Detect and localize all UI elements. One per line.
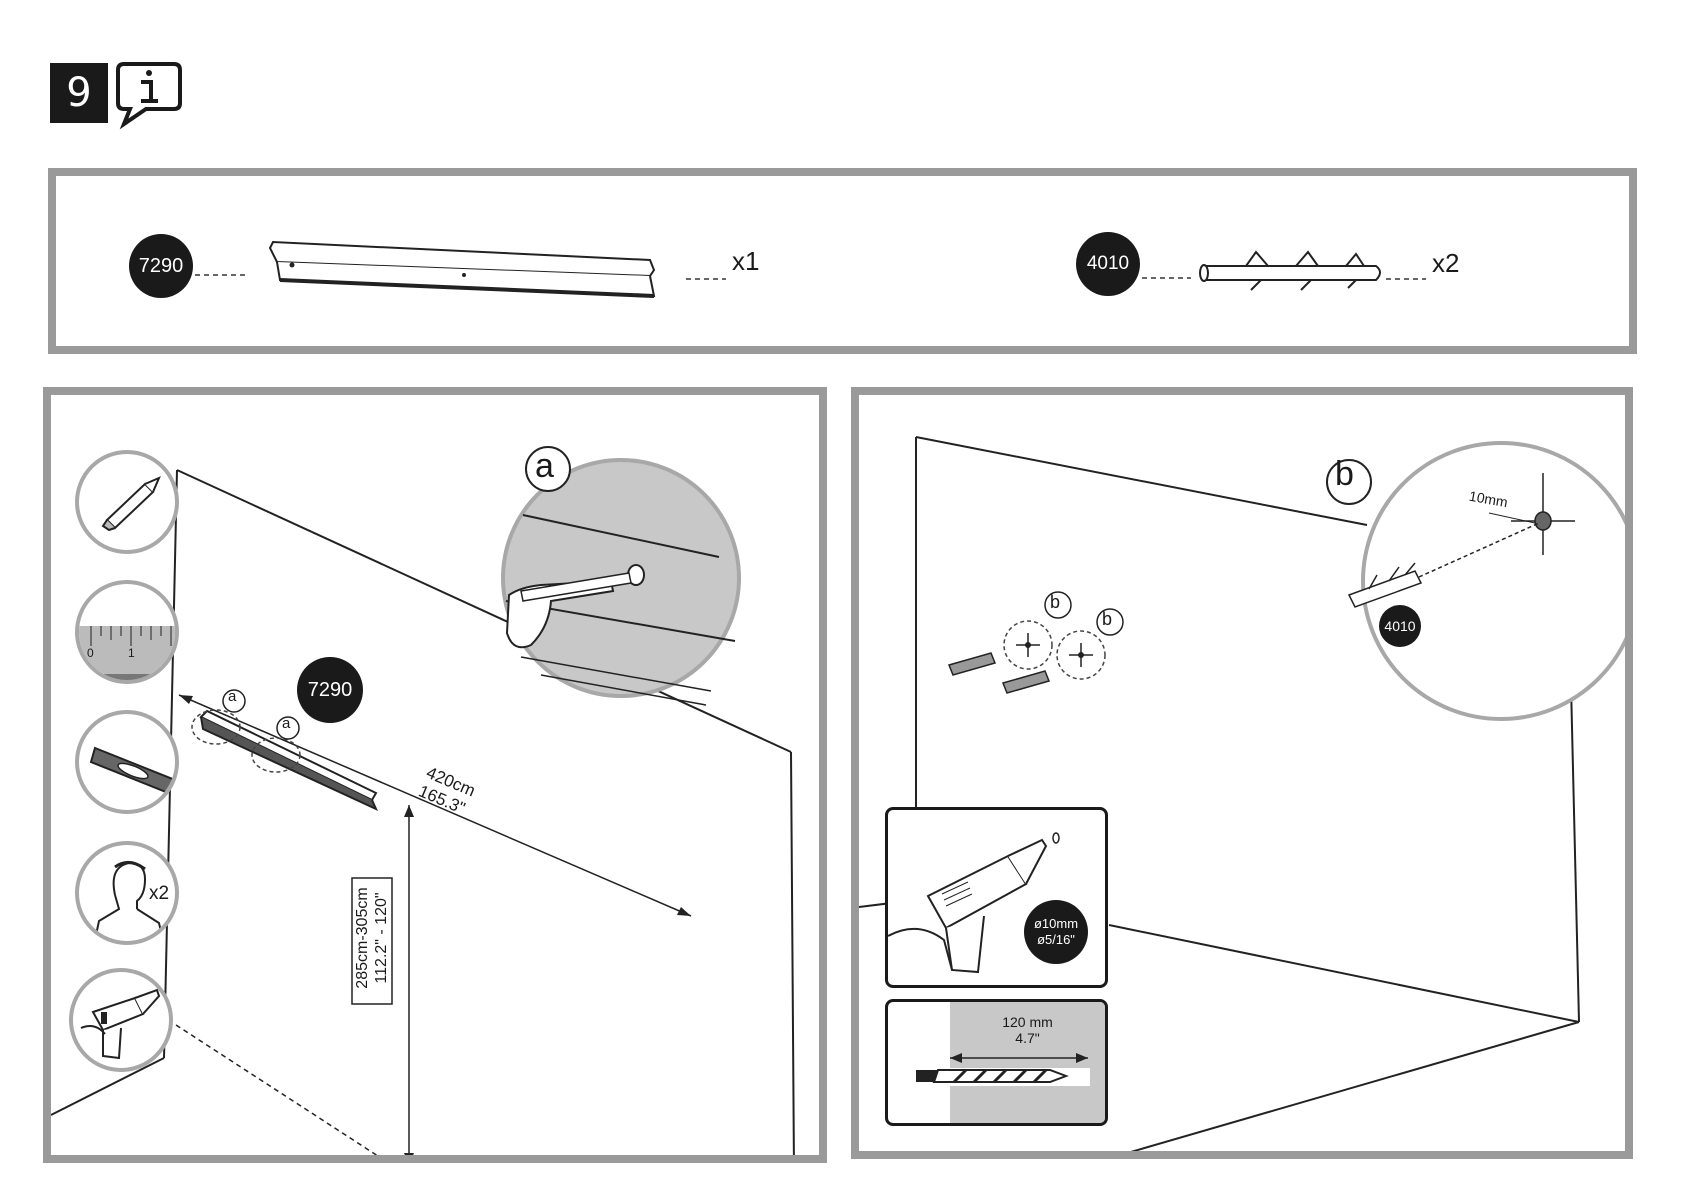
- ruler-tick-0: 0: [87, 646, 94, 660]
- spirit-level-icon: [79, 714, 179, 814]
- left-step-panel: a a a 7290 420cm 165.3" 285cm-305cm 112.…: [43, 387, 827, 1163]
- ruler-tick-1: 1: [128, 646, 135, 660]
- persons-count: x2: [149, 883, 169, 905]
- hole-label-b-2: b: [1102, 609, 1112, 630]
- drill-depth-metric: 120 mm: [950, 1014, 1105, 1030]
- part-badge-7290-left: 7290: [297, 657, 363, 723]
- drill-depth-imperial: 4.7": [950, 1030, 1105, 1046]
- hole-label-b-1: b: [1050, 592, 1060, 613]
- drill-depth-inset: 120 mm 4.7": [885, 999, 1108, 1126]
- height-metric: 285cm-305cm: [353, 875, 372, 1001]
- level-tool: [75, 710, 179, 814]
- tape-measure-tool: 0 1: [75, 580, 179, 684]
- anchor-4010-drawing: [56, 176, 1645, 362]
- detail-label-a: a: [535, 447, 554, 486]
- drill-diameter-metric: ø10mm: [1024, 916, 1088, 932]
- drill-icon: [73, 972, 173, 1072]
- part-badge-4010-detail: 4010: [1379, 605, 1421, 647]
- parts-box: 7290 x1 4010 x2: [48, 168, 1637, 354]
- height-label: 285cm-305cm 112.2" - 120": [353, 875, 391, 1001]
- detail-label-b: b: [1335, 455, 1354, 494]
- pencil-tool: [75, 450, 179, 554]
- mark-label-a-1: a: [228, 688, 236, 705]
- drill-diameter-imperial: ø5/16": [1024, 932, 1088, 948]
- drill-diameter-inset: ø10mm ø5/16": [885, 807, 1108, 988]
- tape-measure-icon: [79, 584, 179, 684]
- right-step-panel: b 10mm 4010 b b ø10mm ø5/16" 120 mm: [851, 387, 1633, 1159]
- drill-tool: [69, 968, 173, 1072]
- two-persons-tool: x2: [75, 841, 179, 945]
- drill-depth-label: 120 mm 4.7": [950, 1014, 1105, 1046]
- mark-label-a-2: a: [282, 715, 290, 732]
- step-number: 9: [50, 63, 108, 123]
- height-imperial: 112.2" - 120": [372, 875, 391, 1001]
- pencil-icon: [79, 454, 179, 554]
- part-qty-4010: x2: [1432, 248, 1459, 279]
- drill-diameter-badge: ø10mm ø5/16": [1024, 900, 1088, 964]
